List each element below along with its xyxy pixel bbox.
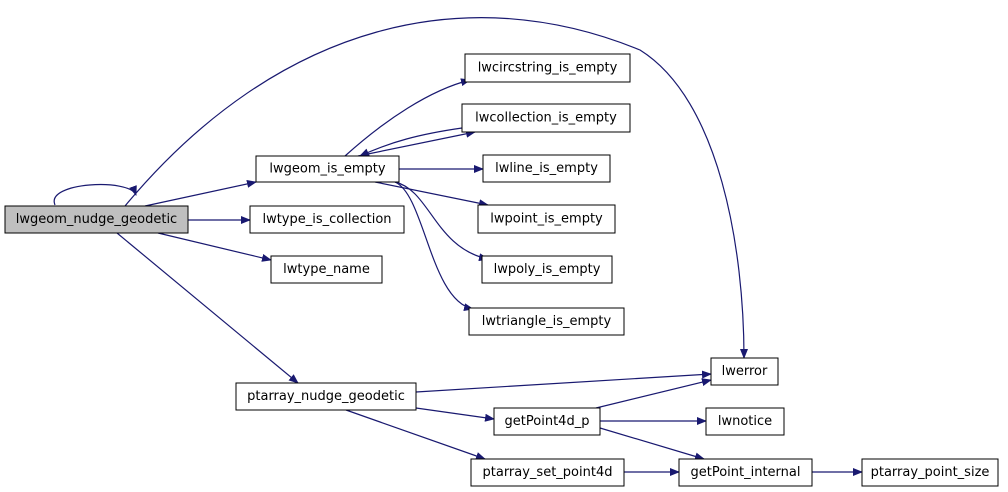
node-lwtriangle_is_empty[interactable]: lwtriangle_is_empty xyxy=(468,307,625,336)
edge-ptarray_nudge_geodetic-to-ptarray_set_point4d xyxy=(345,409,486,460)
node-lwtype_name[interactable]: lwtype_name xyxy=(270,255,383,284)
edge-lwgeom_is_empty-to-lwcollection_is_empty xyxy=(357,129,476,157)
edge-ptarray_nudge_geodetic-to-lwerror xyxy=(415,370,712,393)
node-ptarray_nudge_geodetic[interactable]: ptarray_nudge_geodetic xyxy=(235,382,417,411)
edge-getPoint4d_p-to-lwerror xyxy=(595,378,712,409)
node-box[interactable] xyxy=(235,382,417,411)
node-label: lwgeom_nudge_geodetic xyxy=(16,212,177,227)
node-ptarray_point_size[interactable]: ptarray_point_size xyxy=(861,458,999,487)
node-label: ptarray_set_point4d xyxy=(483,465,613,480)
node-box[interactable] xyxy=(710,357,779,386)
node-label: lwcircstring_is_empty xyxy=(478,61,618,76)
edge-lwgeom_is_empty-to-lwpoint_is_empty xyxy=(374,181,489,208)
edge-lwgeom_nudge_geodetic-to-lwgeom_is_empty xyxy=(144,179,257,207)
node-label: lwpoly_is_empty xyxy=(494,262,601,277)
nodes-layer: lwgeom_nudge_geodetic lwgeom_is_emptylwty… xyxy=(4,53,999,487)
node-box[interactable] xyxy=(705,407,785,436)
node-label: lwcollection_is_empty xyxy=(475,111,617,126)
edges-layer xyxy=(53,17,863,476)
node-label: lwerror xyxy=(722,364,768,379)
node-getPoint_internal[interactable]: getPoint_internal xyxy=(678,458,813,487)
node-box[interactable] xyxy=(470,458,625,487)
node-box[interactable] xyxy=(678,458,813,487)
node-box[interactable] xyxy=(482,154,611,183)
node-getPoint4d_p[interactable]: getPoint4d_p xyxy=(493,407,601,436)
node-lwgeom_is_empty[interactable]: lwgeom_is_empty xyxy=(255,155,400,183)
edge-lwgeom_is_empty-to-lwcircstring_is_empty xyxy=(344,78,471,157)
edge-lwgeom_is_empty-to-lwpoly_is_empty xyxy=(394,181,489,262)
node-label: ptarray_point_size xyxy=(871,465,990,480)
node-lwline_is_empty[interactable]: lwline_is_empty xyxy=(482,154,611,183)
edge-lwcollection_is_empty-to-lwgeom_is_empty xyxy=(359,127,463,157)
node-label: getPoint4d_p xyxy=(505,414,590,429)
node-label: ptarray_nudge_geodetic xyxy=(247,389,405,404)
node-ptarray_set_point4d[interactable]: ptarray_set_point4d xyxy=(470,458,625,487)
node-label: lwline_is_empty xyxy=(495,161,598,176)
node-box[interactable] xyxy=(464,53,631,83)
node-box[interactable] xyxy=(255,155,400,183)
node-box[interactable] xyxy=(249,205,405,234)
node-box[interactable] xyxy=(4,205,189,234)
node-label: lwtriangle_is_empty xyxy=(482,314,612,329)
node-lwpoint_is_empty[interactable]: lwpoint_is_empty xyxy=(477,204,616,234)
edge-lwgeom_nudge_geodetic-to-lwgeom_nudge_geodetic xyxy=(53,183,137,206)
node-lwpoly_is_empty[interactable]: lwpoly_is_empty xyxy=(481,255,613,284)
node-label: lwgeom_is_empty xyxy=(269,162,386,177)
node-lwgeom_nudge_geodetic[interactable]: lwgeom_nudge_geodetic xyxy=(4,205,189,234)
edge-ptarray_nudge_geodetic-to-getPoint4d_p xyxy=(415,407,495,422)
edge-lwgeom_nudge_geodetic-to-lwtype_name xyxy=(157,232,272,262)
node-box[interactable] xyxy=(477,204,616,234)
edge-lwgeom_nudge_geodetic-to-lwerror xyxy=(124,17,748,359)
node-box[interactable] xyxy=(861,458,999,487)
edge-lwgeom_nudge_geodetic-to-ptarray_nudge_geodetic xyxy=(116,232,299,384)
node-box[interactable] xyxy=(468,307,625,336)
edge-getPoint4d_p-to-getPoint_internal xyxy=(599,427,705,461)
node-box[interactable] xyxy=(461,103,631,133)
node-box[interactable] xyxy=(481,255,613,284)
edge-lwgeom_is_empty-to-lwtriangle_is_empty xyxy=(394,181,474,312)
node-label: getPoint_internal xyxy=(690,465,800,480)
node-label: lwtype_name xyxy=(283,262,370,277)
node-lwnotice[interactable]: lwnotice xyxy=(705,407,785,436)
node-label: lwtype_is_collection xyxy=(262,212,391,227)
node-box[interactable] xyxy=(270,255,383,284)
node-label: lwpoint_is_empty xyxy=(490,212,603,227)
node-label: lwnotice xyxy=(718,414,772,429)
node-lwcircstring_is_empty[interactable]: lwcircstring_is_empty xyxy=(464,53,631,83)
node-lwtype_is_collection[interactable]: lwtype_is_collection xyxy=(249,205,405,234)
node-lwerror[interactable]: lwerror xyxy=(710,357,779,386)
node-box[interactable] xyxy=(493,407,601,436)
node-lwcollection_is_empty[interactable]: lwcollection_is_empty xyxy=(461,103,631,133)
